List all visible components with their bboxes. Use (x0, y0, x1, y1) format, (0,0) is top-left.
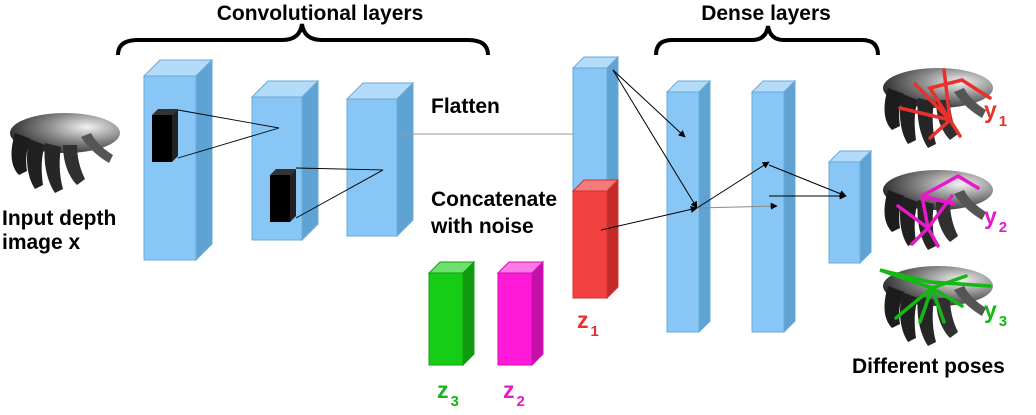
dense-layer-1 (665, 79, 712, 334)
dense-layers-brace (654, 25, 880, 56)
conv-layer-3 (345, 81, 415, 238)
hand-pose-green-icon (879, 266, 993, 346)
conv-layers-title: Convolutional layers (217, 2, 424, 25)
conv-layer-1 (142, 58, 214, 262)
output-layer (827, 149, 873, 265)
input-label-line2: image x (2, 231, 81, 254)
dense-layers-title: Dense layers (701, 2, 831, 25)
kernel-projection-lines (177, 109, 384, 219)
conv-layers-brace (116, 23, 490, 56)
kernel-1 (152, 109, 178, 162)
kernel-2 (270, 169, 296, 222)
flattened-feature-layer (571, 55, 620, 192)
noise-z3-block (427, 260, 476, 367)
hand-pose-red-icon (883, 68, 993, 148)
different-poses-label: Different poses (852, 355, 1005, 378)
concatenate-label-line2: with noise (430, 215, 534, 238)
connection-arrows (600, 69, 847, 231)
hand-pose-magenta-icon (883, 170, 993, 250)
noise-z1-block (571, 178, 620, 300)
flatten-label: Flatten (431, 95, 500, 118)
noise-z2-block (496, 260, 545, 367)
concatenate-label-line1: Concatenate (431, 188, 557, 211)
hand-depth-image-icon (10, 113, 120, 193)
dense-layer-2 (750, 79, 797, 334)
input-label-line1: Input depth (2, 207, 116, 230)
